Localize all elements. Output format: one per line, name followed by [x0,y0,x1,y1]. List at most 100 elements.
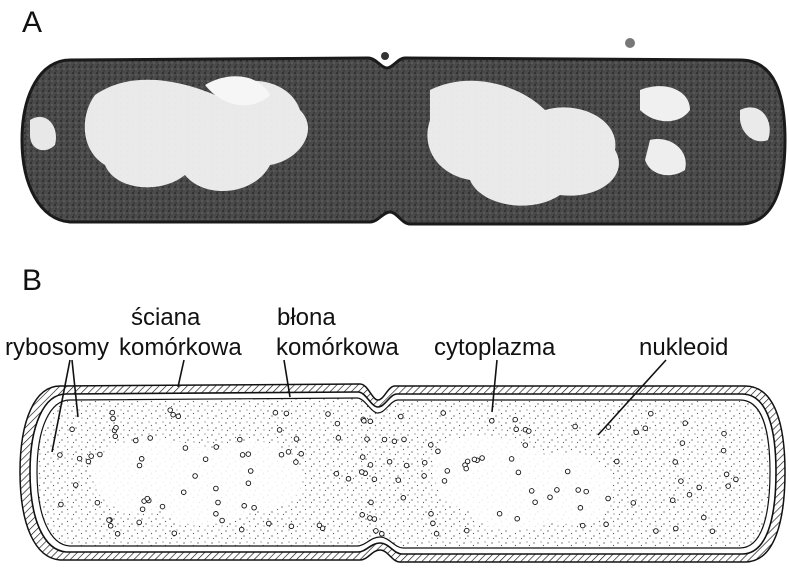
ribosome-dot [181,490,186,495]
ribosome-dot [137,463,142,468]
panel-letter-a: A [22,8,42,38]
ribosome-dot [111,416,116,421]
ribosome-dot [203,457,208,462]
ribosome-dot [683,421,688,426]
ribosome-dot [392,439,397,444]
ribosome-dot [722,431,727,436]
ribosome-dot [70,427,75,432]
ribosome-dot [59,502,64,507]
ribosome-dot [58,453,63,458]
ribosome-dot [515,516,520,521]
ribosome-dot [193,474,198,479]
ribosome-dot [360,513,365,518]
ribosome-dot [434,531,439,536]
ribosome-dot [576,488,581,493]
ribosome-dot [429,512,434,517]
ribosome-dot [273,410,278,415]
ribosome-dot [578,506,583,511]
ribosome-dot [697,485,702,490]
ribosome-dot [382,437,387,442]
ribosome-dot [673,460,678,465]
ribosome-dot [98,452,103,457]
ribosome-dot [372,477,377,482]
ribosome-dot [402,437,407,442]
ribosome-dot [248,469,253,474]
ribosome-dot [214,445,219,450]
ribosome-dot [431,521,436,526]
ribosome-dot [284,411,289,416]
ribosome-dot [238,437,243,442]
ribosome-dot [214,486,219,491]
panel-letter-b: B [22,266,42,296]
ribosome-dot [615,459,620,464]
ribosome-dot [649,411,654,416]
ribosome-dot [584,489,589,494]
ribosome-dot [687,492,692,497]
ribosome-dot [680,441,685,446]
ribosome-dot [140,507,145,512]
ribosome-dot [724,472,729,477]
ribosome-dot [372,517,377,522]
ribosome-dot [246,452,251,457]
ribosome-dot [114,425,119,430]
ribosome-dot [396,478,401,483]
ribosome-dot [399,414,404,419]
ribosome-dot [465,528,470,533]
ribosome-dot [565,469,570,474]
ribosome-dot [183,446,188,451]
ribosome-dot [368,419,373,424]
ribosome-dot [369,500,374,505]
ribosome-dot [442,479,447,484]
ribosome-dot [387,460,392,465]
ribosome-dot [404,463,409,468]
ribosome-dot [240,453,245,458]
ribosome-dot [145,496,150,501]
micrograph-septum-knob [381,52,389,60]
ribosome-dot [362,419,367,424]
ribosome-dot [139,457,144,462]
label-rybosomy: rybosomy [5,336,109,360]
ribosome-dot [365,437,370,442]
ribosome-dot [631,501,636,506]
ribosome-dot [464,466,469,471]
ribosome-dot [294,460,299,465]
ribosome-dot [516,470,521,475]
ribosome-dot [95,500,100,505]
ribosome-dot [172,531,177,536]
label-blona-line2: komórkowa [276,336,399,360]
ribosome-dot [726,484,731,489]
ribosome-dot [73,483,78,488]
ribosome-dot [239,527,244,532]
ribosome-dot [670,498,675,503]
ribosome-dot [89,454,94,459]
ribosome-dot [573,424,578,429]
ribosome-dot [267,521,272,526]
ribosome-dot [674,526,679,531]
ribosome-dot [110,410,115,415]
ribosome-dot [168,408,173,413]
ribosome-dot [107,518,112,523]
label-blona-line1: błona [277,306,336,330]
label-sciana-line1: ściana [131,306,200,330]
ribosome-dot [252,505,257,510]
ribosome-dot [480,456,485,461]
micrograph-particle [625,38,635,48]
ribosome-dot [523,443,528,448]
ribosome-dot [360,470,365,475]
ribosome-dot [548,495,553,500]
ribosome-dot [634,430,639,435]
ribosome-dot [654,529,659,534]
ribosome-dot [509,457,514,462]
ribosome-dot [445,469,450,474]
ribosome-dot [436,449,441,454]
ribosome-dot [374,529,379,534]
ribosome-dot [643,426,648,431]
label-nukleoid: nukleoid [639,336,728,360]
ribosome-dot [710,529,715,534]
ribosome-dot [533,500,538,505]
ribosome-dot [86,459,91,464]
ribosome-dot [286,450,291,455]
ribosome-dot [514,427,519,432]
pointer-sciana [178,360,184,387]
